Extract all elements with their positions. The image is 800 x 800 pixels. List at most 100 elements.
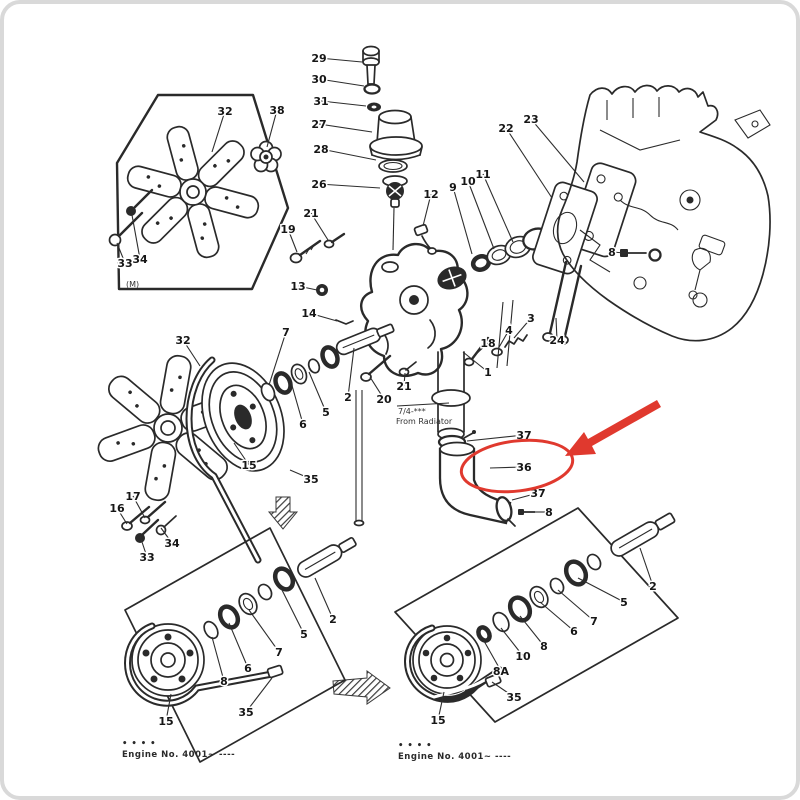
leader-line-7 [268,331,287,386]
leader-line-24 [555,317,558,341]
leader-line-38 [266,109,278,148]
part-label-26: 26 [311,178,327,191]
fan-hub-nut [250,140,282,173]
part-label-7: 7 [282,326,290,339]
leader-line-7 [557,589,595,622]
part-label-8: 8 [608,246,616,259]
leader-line-14 [308,312,338,322]
leader-line-21 [310,212,329,241]
part-label-6: 6 [299,418,307,431]
part-label-7: 7 [590,615,598,628]
highlight-ellipse [459,438,575,494]
leader-line-8A [483,640,502,672]
part-label-8: 8 [220,675,228,688]
leader-line-10 [500,627,524,657]
bolt-21-part [323,232,346,249]
hose-assembly [437,430,536,527]
v-belt [404,624,504,703]
bearing-row [476,553,602,643]
thermostat-parts-column [362,45,423,251]
v-belt [124,622,276,707]
radiator-label: From Radiator [396,417,453,426]
part-label-22: 22 [498,122,513,135]
callout-leader-lines [116,57,654,722]
leader-line-36 [489,466,525,469]
part-label-35: 35 [238,706,253,719]
part-label-9: 9 [449,181,457,194]
inset-box-1: • • • • Engine No. 4001~ ---- [122,527,357,763]
part-label-6: 6 [570,625,578,638]
bolt-29 [362,45,380,85]
leader-line-2 [639,547,654,587]
belt-clip-35 [484,673,502,688]
leader-line-2 [347,347,355,398]
leader-line-34 [131,214,141,260]
part-label-35: 35 [506,691,521,704]
leader-line-2 [314,577,334,620]
shaft-2 [335,323,395,356]
part-label-17: 17 [125,490,140,503]
radiator-code: 7/4-*** [398,407,426,416]
inset-note: (M) [126,280,139,289]
pulley-front [412,625,482,695]
part-label-16: 16 [109,502,125,515]
part-label-29: 29 [311,52,326,65]
leader-line-29 [318,57,363,63]
part-label-33: 33 [117,257,132,270]
bearing-row [203,566,296,640]
leader-line-17 [132,495,146,519]
leader-line-31 [320,100,367,107]
part-label-15: 15 [158,715,173,728]
part-label-38: 38 [269,104,284,117]
hose-bolt-8 [518,509,536,515]
part-label-13: 13 [290,280,305,293]
leader-line-26 [318,183,381,189]
leader-line-9 [452,186,473,255]
part-label-19: 19 [280,223,295,236]
leader-line-15 [437,691,445,721]
part-label-27: 27 [311,118,326,131]
leader-line-35 [491,681,515,698]
fan-bolts-33-34 [108,188,154,247]
leader-line-6 [290,381,304,425]
leader-line-21 [403,372,406,387]
part-label-14: 14 [301,307,317,320]
belt-clip-35 [266,664,284,679]
inset-box-2: • • • • Engine No. 4001~ ---- [394,507,679,762]
leader-line-5 [577,577,625,603]
part-label-31: 31 [313,95,328,108]
part-label-34: 34 [132,253,148,266]
leader-line-16 [116,507,128,525]
box1-footer-symbols: • • • • [122,739,156,749]
down-arrow-icon [267,496,299,530]
part-label-10: 10 [460,175,476,188]
leader-line-33 [139,535,148,558]
shaft-2 [610,512,676,557]
bolt-19-part [289,239,322,264]
leader-line-22 [505,127,553,199]
valve-12 [413,223,437,255]
leader-line-5 [308,371,327,413]
leader-line-37 [511,492,539,501]
box2-footer-engine-no: Engine No. 4001~ ---- [398,752,511,762]
part-label-11: 11 [475,168,490,181]
nut-13 [316,284,328,296]
leader-line-27 [318,123,373,133]
part-label-8: 8 [545,506,553,519]
washer-30 [363,83,381,95]
part-label-5: 5 [322,406,330,419]
ring-31 [367,102,381,112]
bearing-row [260,345,340,402]
fan-6-blade-icon [126,125,260,259]
leader-line-30 [318,78,365,87]
part-label-21: 21 [303,207,318,220]
part-label-8: 8 [540,640,548,653]
highlight-arrow-icon [565,400,661,456]
leader-line-3 [513,317,532,339]
part-label-33: 33 [139,551,154,564]
part-label-15: 15 [241,459,256,472]
water-pump-body [353,242,471,527]
red-annotation [459,400,661,494]
